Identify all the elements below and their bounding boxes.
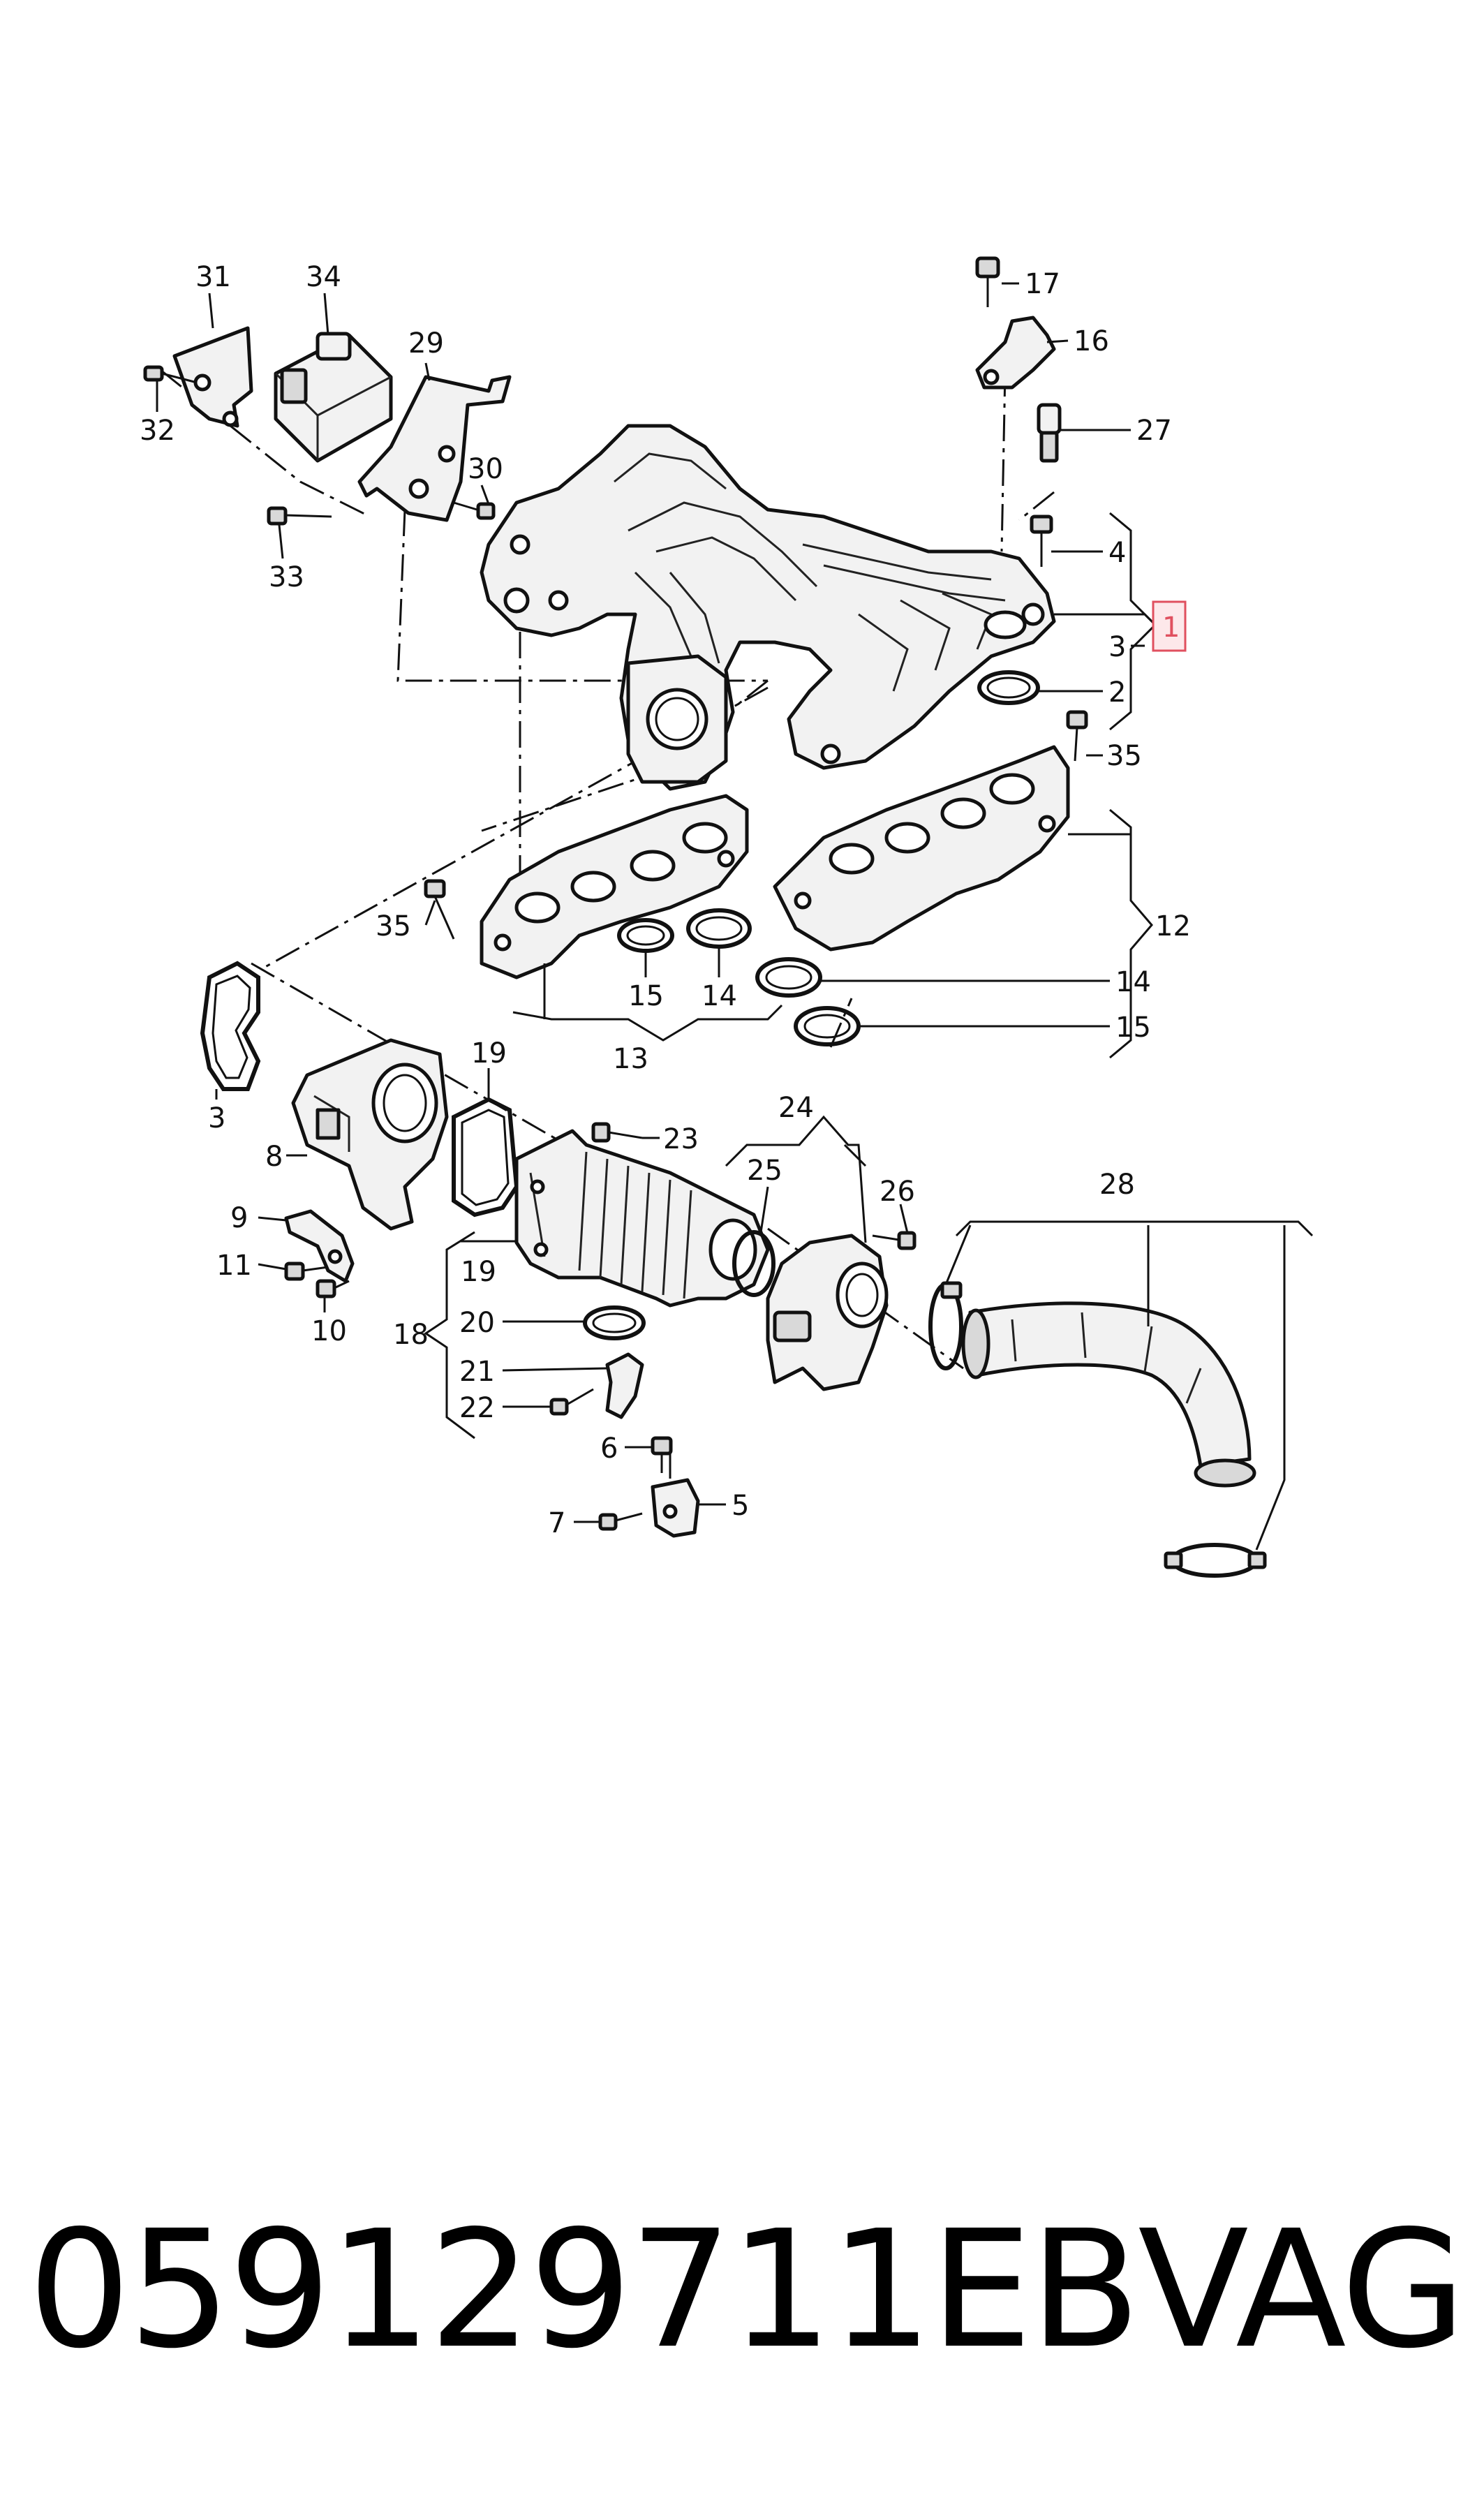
callout-33: 33 — [269, 561, 304, 593]
callout-17: 17 — [1025, 268, 1060, 300]
callout-10: 10 — [311, 1315, 347, 1347]
callout-1: 1 — [1162, 612, 1180, 644]
callout-12: 12 — [1155, 910, 1191, 942]
part-31-bracket — [172, 326, 253, 428]
part-27-sensor — [1037, 403, 1062, 463]
callout-19-mid: 19 — [461, 1256, 496, 1288]
callout-8: 8 — [265, 1141, 283, 1173]
part-28-clamp-upper — [928, 1281, 963, 1370]
part-21-sensor — [605, 1352, 644, 1419]
callout-29: 29 — [408, 327, 444, 360]
part-2-seal — [977, 670, 1040, 705]
callout-6: 6 — [600, 1433, 618, 1465]
part-22-bolt — [549, 1388, 594, 1416]
callout-27: 27 — [1136, 415, 1172, 447]
callout-35-left: 35 — [376, 910, 411, 942]
part-35-bolt-left — [424, 879, 455, 940]
callout-labels: 31 34 29 32 30 33 17 16 27 4 1 3 2 35 12… — [140, 261, 1191, 1539]
part-28-hose — [961, 1301, 1256, 1488]
caption-bar: 059129711EB VAG — [28, 2185, 1466, 2395]
part-7-bolt — [598, 1512, 643, 1531]
part-28-clamp-lower — [1164, 1543, 1267, 1578]
callout-14-right: 14 — [1115, 966, 1151, 998]
callout-7: 7 — [548, 1507, 565, 1539]
callout-34: 34 — [306, 261, 341, 293]
callout-15-right: 15 — [1115, 1012, 1151, 1044]
callout-31: 31 — [195, 261, 231, 293]
callout-21: 21 — [459, 1356, 495, 1388]
part-17-bolt — [975, 256, 1000, 307]
part-9-bracket — [284, 1209, 355, 1283]
part-16-clip — [975, 316, 1056, 390]
part-20-seal — [583, 1305, 646, 1340]
callout-18: 18 — [393, 1319, 429, 1351]
callout-16: 16 — [1074, 325, 1109, 357]
part-5-bracket — [651, 1478, 700, 1538]
callout-9: 9 — [230, 1202, 248, 1234]
part-8-throttle-housing — [291, 1038, 449, 1231]
part-number: 059129711EB — [28, 2196, 1141, 2384]
callout-20: 20 — [459, 1307, 495, 1339]
part-25-seal — [732, 1230, 776, 1297]
part-19-gasket — [452, 1097, 519, 1218]
part-29-bracket — [357, 375, 512, 522]
callout-28: 28 — [1099, 1169, 1135, 1201]
part-30-bolt — [453, 501, 496, 520]
part-3-gasket — [200, 961, 261, 1091]
part-23-bolt — [591, 1122, 643, 1143]
leader-lines — [156, 282, 1314, 1551]
callout-35-right: 35 — [1106, 740, 1142, 772]
part-18-intake-pipe — [514, 1129, 770, 1308]
part-15-seal-left — [617, 918, 674, 953]
part-6-bolt — [651, 1436, 673, 1473]
part-14-seal-right — [755, 957, 822, 998]
part-14-seal-left — [686, 908, 752, 949]
callout-22: 22 — [459, 1392, 495, 1424]
callout-14-left: 14 — [702, 980, 737, 1012]
part-24-throttle-valve — [766, 1234, 889, 1391]
callout-4: 4 — [1108, 537, 1126, 569]
callout-23: 23 — [663, 1123, 699, 1155]
part-34-control-unit — [274, 332, 393, 463]
brand-name: VAG — [1138, 2196, 1466, 2384]
part-15-seal-right — [794, 1006, 861, 1046]
part-33-bolt — [267, 506, 332, 526]
part-32-bolt — [143, 365, 198, 384]
callout-3-upper: 3 — [1108, 631, 1126, 663]
part-12-flange-right — [773, 745, 1070, 952]
callout-3-lower: 3 — [208, 1102, 225, 1134]
callout-5: 5 — [732, 1490, 749, 1522]
part-4-bolt — [1030, 515, 1053, 567]
part-10-bolt — [316, 1279, 350, 1298]
part-11-bolt — [284, 1261, 329, 1281]
callout-30: 30 — [468, 453, 503, 485]
callout-11: 11 — [216, 1250, 252, 1282]
callout-15-left: 15 — [628, 980, 664, 1012]
callout-32: 32 — [140, 415, 175, 447]
callout-25: 25 — [747, 1155, 782, 1187]
part-35-bolt-right — [1066, 710, 1088, 762]
part-26-bolt — [872, 1231, 917, 1250]
callout-2: 2 — [1108, 676, 1126, 709]
callout-26: 26 — [880, 1176, 915, 1208]
callout-13: 13 — [613, 1043, 648, 1075]
callout-19-upper: 19 — [471, 1037, 507, 1070]
part-13-flange-left — [480, 794, 749, 979]
callout-24: 24 — [778, 1092, 814, 1124]
part-1-intake-manifold — [480, 424, 1056, 791]
highlight-box-1 — [1152, 600, 1187, 652]
exploded-parts-diagram: 31 34 29 32 30 33 17 16 27 4 1 3 2 35 12… — [140, 256, 1314, 1578]
